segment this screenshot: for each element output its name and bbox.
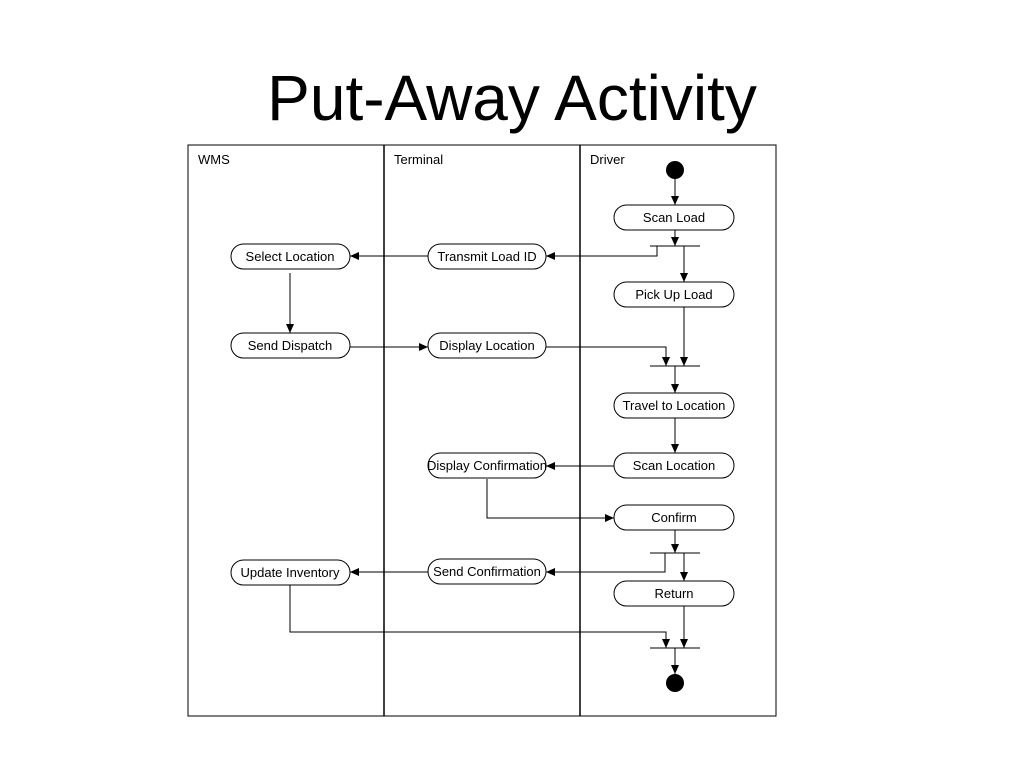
activity-return: Return (613, 580, 735, 607)
activity-label: Display Location (439, 338, 534, 353)
end-node (666, 674, 684, 692)
activity-label: Travel to Location (623, 398, 726, 413)
activity-label: Display Confirmation (427, 458, 547, 473)
activity-travel-to-location: Travel to Location (613, 392, 735, 419)
activity-label: Update Inventory (240, 565, 340, 580)
activity-scan-load: Scan Load (613, 204, 735, 231)
activity-display-location: Display Location (427, 332, 547, 359)
activity-label: Return (654, 586, 693, 601)
activity-label: Select Location (246, 249, 335, 264)
activity-select-location: Select Location (230, 243, 351, 270)
slide-title: Put-Away Activity (267, 62, 757, 134)
swimlane-frame (187, 144, 777, 717)
activity-label: Scan Load (643, 210, 705, 225)
activity-send-dispatch: Send Dispatch (230, 332, 351, 359)
activity-update-inventory: Update Inventory (230, 559, 351, 586)
activity-label: Pick Up Load (635, 287, 712, 302)
activity-label: Send Dispatch (248, 338, 333, 353)
activity-pick-up-load: Pick Up Load (613, 281, 735, 308)
activity-label: Confirm (651, 510, 697, 525)
start-node (666, 161, 684, 179)
lane-header-terminal: Terminal (394, 152, 443, 167)
lane-header-wms: WMS (198, 152, 230, 167)
activity-label: Scan Location (633, 458, 715, 473)
activity-label: Send Confirmation (433, 564, 541, 579)
activity-send-confirmation: Send Confirmation (427, 558, 547, 585)
flow-arrows (286, 179, 688, 674)
lane-header-driver: Driver (590, 152, 625, 167)
activity-scan-location: Scan Location (613, 452, 735, 479)
activity-label: Transmit Load ID (437, 249, 536, 264)
activity-confirm: Confirm (613, 504, 735, 531)
activity-transmit-load-id: Transmit Load ID (427, 243, 547, 270)
activity-display-confirmation: Display Confirmation (427, 452, 547, 479)
